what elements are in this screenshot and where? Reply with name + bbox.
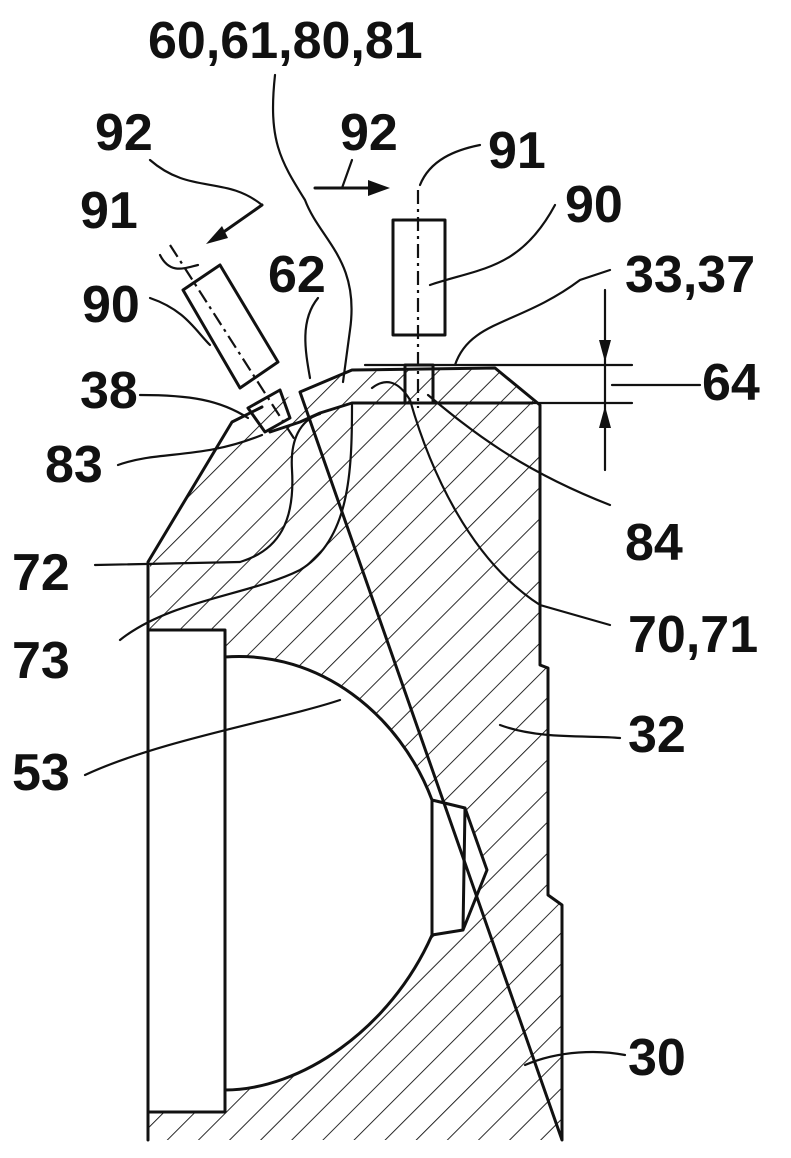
tool-90-right — [391, 190, 447, 408]
label-33-37: 33,37 — [625, 246, 755, 304]
label-38: 38 — [80, 362, 138, 420]
arrow-92-right-head — [368, 180, 390, 196]
label-92-left: 92 — [95, 104, 153, 162]
label-64: 64 — [702, 354, 760, 412]
spherical-recess-outline — [146, 628, 489, 1114]
label-72: 72 — [12, 544, 70, 602]
label-91-right: 91 — [488, 122, 546, 180]
tool-90-left — [169, 244, 296, 441]
label-73: 73 — [12, 632, 70, 690]
label-53: 53 — [12, 744, 70, 802]
edge-curve-72 — [93, 412, 322, 567]
label-83: 83 — [45, 436, 103, 494]
edge-curve-70-71 — [370, 381, 612, 627]
part-outline — [146, 366, 564, 1142]
label-90-right: 90 — [565, 176, 623, 234]
dimension-arrow-down — [599, 340, 611, 362]
label-92-right: 92 — [340, 104, 398, 162]
part-body-section — [148, 368, 562, 1140]
label-70-71: 70,71 — [628, 606, 758, 664]
label-62: 62 — [268, 246, 326, 304]
label-90-left: 90 — [82, 276, 140, 334]
label-60-61-80-81: 60,61,80,81 — [148, 12, 423, 70]
edge-curve-73 — [118, 403, 354, 642]
arrow-92-left-head — [206, 226, 228, 244]
label-30: 30 — [628, 1029, 686, 1087]
leader-lines — [83, 73, 702, 1067]
arrow-92-right-leader — [340, 158, 354, 190]
arrow-92-left — [148, 158, 264, 207]
label-91-left: 91 — [80, 182, 138, 240]
label-32: 32 — [628, 706, 686, 764]
dimension-arrow-up — [599, 406, 611, 428]
label-84: 84 — [625, 514, 683, 572]
